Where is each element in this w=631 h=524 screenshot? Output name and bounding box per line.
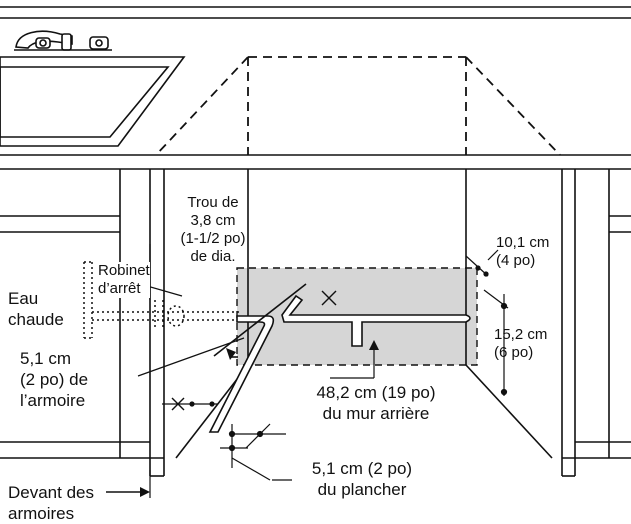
hole-size-label: Trou de 3,8 cm (1-1/2 po) de dia. (168, 194, 258, 266)
top-right-line-1: 10,1 cm (496, 234, 550, 251)
cabinet-front-line-1: Devant des (8, 483, 94, 502)
floor-distance-line-1: 5,1 cm (2 po) (311, 459, 413, 478)
floor-distance-label: 5,1 cm (2 po) du plancher (292, 458, 432, 500)
side-clearance-label-mid: 15,2 cm (6 po) (494, 326, 547, 362)
valve-label-line-2: d’arrêt (98, 280, 141, 297)
cabinet-front-label: Devant des armoires (8, 482, 94, 524)
mid-right-line-1: 15,2 cm (494, 326, 548, 343)
valve-label-line-1: Robinet (98, 262, 150, 279)
hot-water-line-1: Eau (8, 289, 39, 308)
hot-water-pipe (83, 261, 240, 339)
shutoff-valve-label: Robinet d’arrêt (98, 262, 150, 298)
cabinet-distance-label: 5,1 cm (2 po) de l’armoire (20, 348, 88, 411)
cabinet-front-line-2: armoires (8, 504, 75, 523)
back-wall-line-1: 48,2 cm (19 po) (316, 383, 436, 402)
hole-label-line-3: (1-1/2 po) (180, 230, 246, 247)
top-right-line-2: (4 po) (496, 252, 536, 269)
countertop (0, 6, 631, 170)
mid-right-line-2: (6 po) (494, 344, 534, 361)
back-wall-line-2: du mur arrière (322, 404, 430, 423)
dishwasher-outline (155, 56, 561, 156)
hot-water-label: Eau chaude (8, 288, 64, 330)
floor-distance-line-2: du plancher (317, 480, 407, 499)
left-cabinet (0, 169, 165, 477)
back-wall-distance-label: 48,2 cm (19 po) du mur arrière (296, 382, 456, 424)
dimension-arrows (140, 340, 379, 497)
supply-tube (208, 294, 471, 433)
hole-label-line-4: de dia. (190, 248, 236, 265)
sink (0, 56, 186, 147)
cabinet-distance-line-1: 5,1 cm (20, 349, 72, 368)
hole-label-line-1: Trou de (187, 194, 239, 211)
cabinet-distance-line-3: l’armoire (20, 391, 86, 410)
hot-water-line-2: chaude (8, 310, 64, 329)
cabinet-distance-line-2: (2 po) de (20, 370, 89, 389)
faucet-icon (14, 30, 112, 51)
hole-label-line-2: 3,8 cm (190, 212, 236, 229)
side-clearance-label-top: 10,1 cm (4 po) (496, 234, 549, 270)
right-cabinet (561, 169, 631, 477)
